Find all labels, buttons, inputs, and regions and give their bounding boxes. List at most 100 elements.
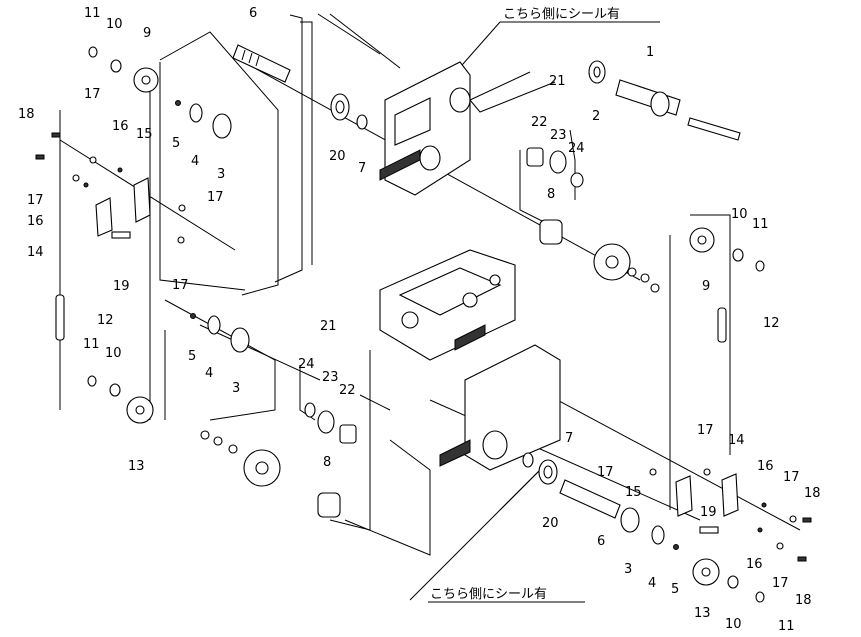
label-17: 17 <box>172 278 189 293</box>
key-5-a <box>175 100 181 106</box>
label-5: 5 <box>188 349 196 364</box>
clip-11-c <box>755 260 765 272</box>
plate-15-right <box>675 475 693 517</box>
bushing-22-bottom <box>339 424 357 444</box>
spring-19-right <box>699 526 719 534</box>
oring-24-top <box>570 172 584 188</box>
label-3: 3 <box>624 562 632 577</box>
label-15: 15 <box>625 485 642 500</box>
plate-15-left <box>133 177 151 223</box>
label-5: 5 <box>172 136 180 151</box>
label-16: 16 <box>112 119 129 134</box>
label-4: 4 <box>648 576 656 591</box>
spring-19-left <box>111 231 131 239</box>
label-6: 6 <box>249 6 257 21</box>
label-24: 24 <box>568 141 585 156</box>
label-11: 11 <box>778 619 795 632</box>
clip-11-b <box>87 375 97 387</box>
washer-7-bottom <box>522 452 534 468</box>
washer-10-a <box>110 59 122 73</box>
label-21: 21 <box>320 319 337 334</box>
label-17: 17 <box>697 423 714 438</box>
label-12: 12 <box>763 316 780 331</box>
clip-11-a <box>88 46 98 58</box>
label-19: 19 <box>113 279 130 294</box>
snap-ring-4-c <box>651 525 665 545</box>
label-2: 2 <box>592 109 600 124</box>
key-5-c <box>673 544 679 550</box>
collar-8-bottom <box>317 492 341 518</box>
label-3: 3 <box>232 381 240 396</box>
ring-23-top <box>549 150 567 174</box>
bolt-18-b <box>35 154 45 160</box>
snap-ring-4-a <box>189 103 203 123</box>
label-17: 17 <box>27 193 44 208</box>
shaft-1 <box>615 79 741 141</box>
label-16: 16 <box>757 459 774 474</box>
label-23: 23 <box>322 370 339 385</box>
label-13: 13 <box>128 459 145 474</box>
label-17: 17 <box>84 87 101 102</box>
label-18: 18 <box>804 486 821 501</box>
label-14: 14 <box>728 433 745 448</box>
label-22: 22 <box>531 115 548 130</box>
label-10: 10 <box>731 207 748 222</box>
label-17: 17 <box>207 190 224 205</box>
gearbox-housing-top <box>379 61 471 196</box>
seal-note-bottom: こちら側にシール有 <box>430 587 547 602</box>
seal-note-top: こちら側にシール有 <box>503 7 620 22</box>
sprocket-top-right <box>593 243 660 293</box>
snap-ring-4-b <box>207 315 221 335</box>
label-4: 4 <box>205 366 213 381</box>
sprocket-bottom-left <box>200 430 281 487</box>
collar-8-top <box>539 219 563 245</box>
label-18: 18 <box>795 593 812 608</box>
label-15: 15 <box>136 127 153 142</box>
label-17: 17 <box>772 576 789 591</box>
washer-10-c <box>732 248 744 262</box>
label-4: 4 <box>191 154 199 169</box>
gearbox-body <box>379 249 516 361</box>
label-22: 22 <box>339 383 356 398</box>
oring-24-bottom <box>304 402 316 418</box>
label-7: 7 <box>358 161 366 176</box>
bolt-18-a <box>51 132 61 138</box>
bushing-22-top <box>526 147 544 167</box>
label-23: 23 <box>550 128 567 143</box>
key-5-b <box>190 313 196 319</box>
chain-12-right <box>717 307 727 343</box>
label-6: 6 <box>597 534 605 549</box>
shaft-6-top <box>232 44 291 83</box>
label-16: 16 <box>746 557 763 572</box>
bearing-3-c <box>620 507 640 533</box>
callout-labels: 1 2 3 3 3 4 4 4 5 5 5 6 6 7 7 8 8 9 9 10… <box>18 6 821 634</box>
clip-11-d <box>755 591 765 603</box>
ring-23-bottom <box>317 410 335 434</box>
washer-10-b <box>109 383 121 397</box>
label-10: 10 <box>106 17 123 32</box>
label-5: 5 <box>671 582 679 597</box>
sprocket-13-left <box>126 396 154 424</box>
parts <box>35 44 812 603</box>
label-10: 10 <box>105 346 122 361</box>
label-24: 24 <box>298 357 315 372</box>
label-12: 12 <box>97 313 114 328</box>
label-11: 11 <box>84 6 101 21</box>
label-11: 11 <box>752 217 769 232</box>
label-17: 17 <box>783 470 800 485</box>
bolt-18-c <box>802 517 812 523</box>
label-20: 20 <box>542 516 559 531</box>
plate-14-left <box>95 197 113 237</box>
label-9: 9 <box>143 26 151 41</box>
plate-14-right <box>721 473 739 517</box>
label-9: 9 <box>702 279 710 294</box>
bearing-3-a <box>212 113 232 139</box>
gearbox-housing-bottom <box>439 344 561 471</box>
label-19: 19 <box>700 505 717 520</box>
label-13: 13 <box>694 606 711 621</box>
label-1: 1 <box>646 45 654 60</box>
washer-7-top <box>356 114 368 130</box>
label-17: 17 <box>597 465 614 480</box>
